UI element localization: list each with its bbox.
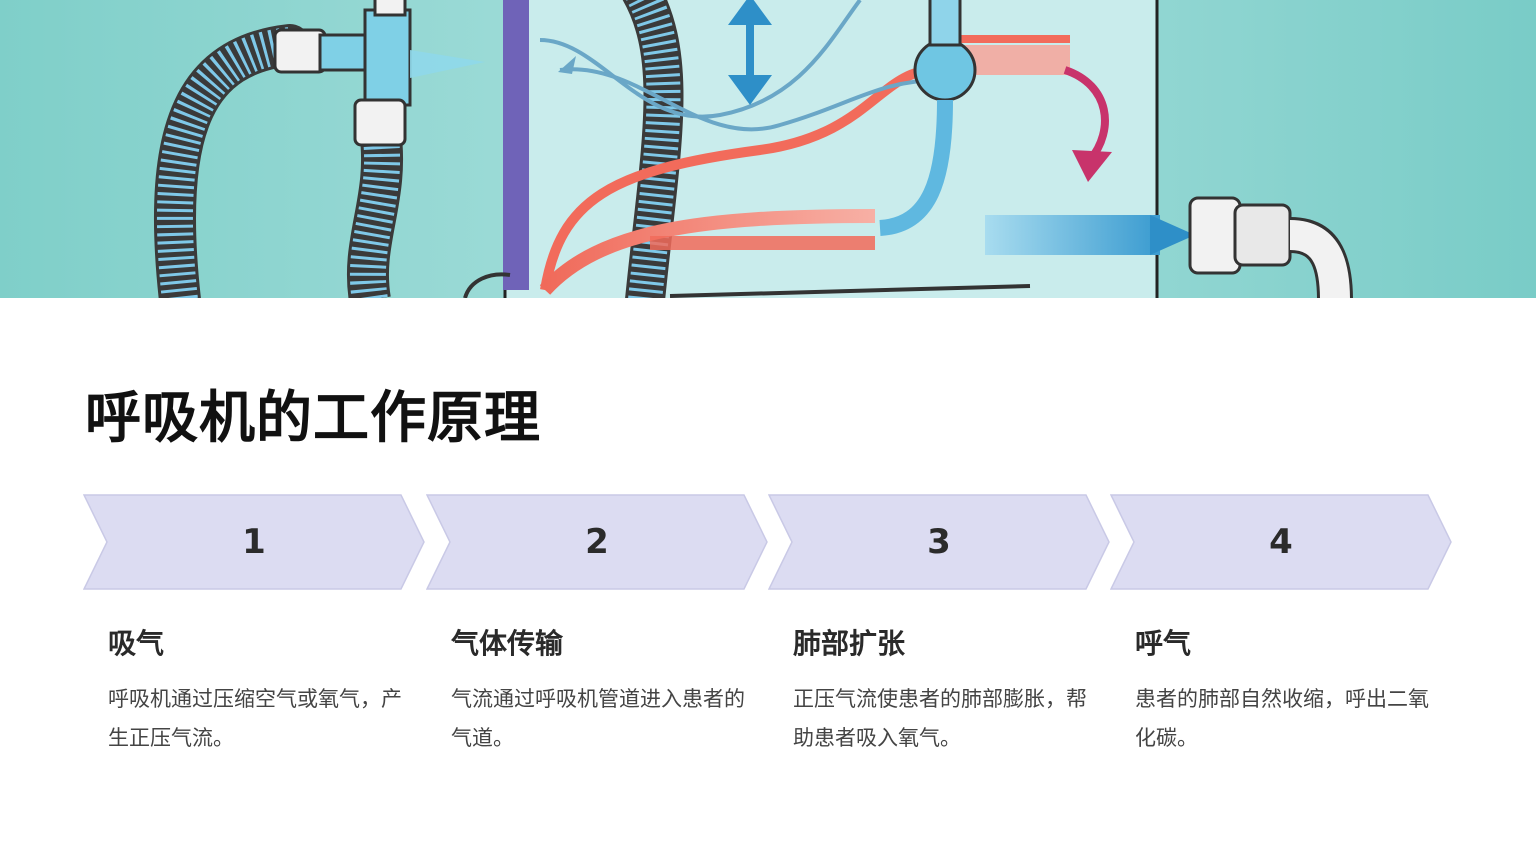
step-description: 患者的肺部自然收缩，呼出二氧化碳。 — [1135, 687, 1429, 750]
step-description: 正压气流使患者的肺部膨胀，帮助患者吸入氧气。 — [793, 687, 1087, 750]
step-number: 2 — [585, 522, 609, 562]
step-heading: 吸气 — [108, 627, 165, 660]
step-description: 呼吸机通过压缩空气或氧气，产生正压气流。 — [108, 687, 402, 750]
step-chevron: 2 — [426, 494, 768, 590]
step-chevron: 3 — [768, 494, 1110, 590]
step-heading: 肺部扩张 — [793, 627, 906, 660]
step-chevron: 1 — [83, 494, 425, 590]
page-title: 呼吸机的工作原理 — [85, 385, 541, 451]
step-heading: 气体传输 — [451, 627, 564, 660]
step-description: 气流通过呼吸机管道进入患者的气道。 — [451, 687, 745, 750]
step-chevron: 4 — [1110, 494, 1452, 590]
step-number: 4 — [1269, 522, 1293, 562]
step-number: 3 — [927, 522, 951, 562]
ventilator-illustration — [0, 0, 1536, 298]
step-heading: 呼气 — [1135, 627, 1192, 660]
step-number: 1 — [242, 522, 266, 562]
